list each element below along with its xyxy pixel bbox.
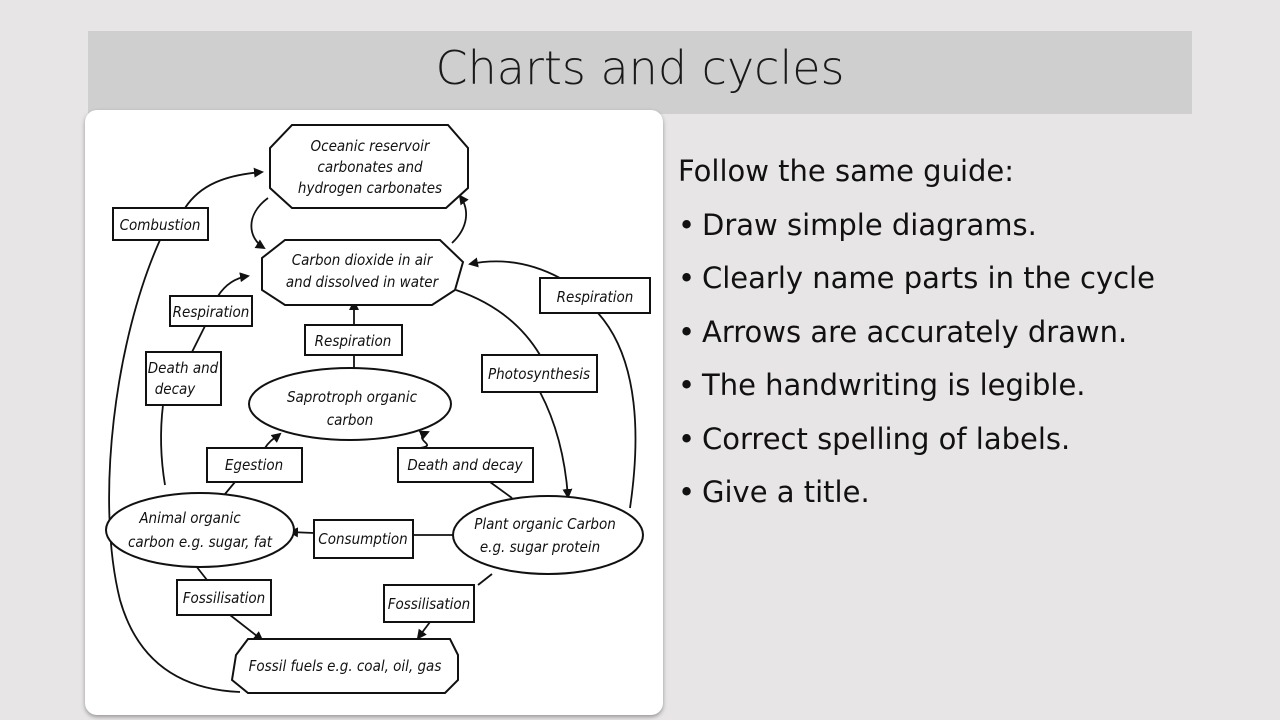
title-bar: Charts and cycles [88,31,1192,114]
carbon-cycle-diagram: Oceanic reservoir carbonates and hydroge… [85,110,663,715]
process-fossilisation-right: Fossilisation [383,584,475,623]
arrow-egestion [264,432,282,449]
node-carbon-dioxide: Carbon dioxide in air and dissolved in w… [261,239,465,306]
process-label: Photosynthesis [488,365,590,383]
process-photosynthesis: Photosynthesis [481,354,598,393]
diagram-svg: Oceanic reservoir carbonates and hydroge… [105,124,651,694]
process-label: Consumption [318,530,407,548]
node-text: Animal organic [138,509,241,527]
bullet-item: •Correct spelling of labels. [678,422,1155,476]
guide-intro: Follow the same guide: [678,154,1015,188]
line-co2-photo [455,289,541,356]
bullet-icon: • [678,314,696,349]
node-text: Oceanic reservoir [311,137,431,155]
line-animal-egestion [224,481,236,495]
node-text: Fossil fuels e.g. coal, oil, gas [249,657,442,675]
line-animal-fossil [195,565,208,581]
bullet-text: Clearly name parts in the cycle [702,261,1155,295]
line-animal-decay [160,404,166,486]
line-fossil-combustion [108,239,241,693]
bullet-text: Arrows are accurately drawn. [702,314,1128,349]
node-text: e.g. sugar protein [480,538,600,556]
arrow-photosynthesis [539,391,573,499]
slide-title: Charts and cycles [435,41,845,95]
bullet-item: •Give a title. [678,475,1155,529]
process-label: Respiration [315,332,392,350]
arrow-combustion [184,167,264,209]
node-text: Saprotroph organic [287,388,418,406]
process-label: Death and [148,359,219,377]
bullet-item: •Clearly name parts in the cycle [678,261,1155,315]
bullet-icon: • [678,421,696,456]
arrow-co2-to-ocean [451,194,469,244]
process-label: Egestion [225,456,283,474]
process-egestion: Egestion [206,447,303,483]
bullet-item: •Arrows are accurately drawn. [678,315,1155,369]
process-respiration-right: Respiration [539,277,651,314]
node-text: hydrogen carbonates [298,179,442,197]
arrow-ocean-to-co2 [250,197,269,250]
process-label: Fossilisation [388,595,470,613]
node-saprotroph: Saprotroph organic carbon [248,367,452,441]
process-label: Death and decay [407,456,523,474]
bullet-icon: • [678,368,696,402]
arrow-fossilisation-right [416,621,431,640]
node-plant-organic-carbon: Plant organic Carbon e.g. sugar protein [452,495,644,575]
process-label: Fossilisation [183,589,265,607]
bullet-icon: • [678,207,696,242]
process-label: Respiration [557,288,634,306]
bullet-item: •The handwriting is legible. [678,368,1155,422]
bullet-icon: • [678,475,696,509]
node-text: carbonates and [317,158,423,176]
arrows [108,167,637,693]
bullet-item: •Draw simple diagrams. [678,208,1155,262]
line-plant-decay [489,481,513,499]
process-label: Respiration [173,303,250,321]
node-fossil-fuels: Fossil fuels e.g. coal, oil, gas [230,638,459,694]
arrow-respiration-right [468,257,561,279]
bullet-text: Draw simple diagrams. [702,207,1037,242]
bullet-text: The handwriting is legible. [702,368,1086,402]
arrow-respiration-left [217,272,250,297]
node-text: Plant organic Carbon [474,515,616,533]
node-text: and dissolved in water [286,273,440,291]
guide-list: Follow the same guide: •Draw simple diag… [678,154,1155,529]
line-decay-resp [191,325,206,353]
node-oceanic-reservoir: Oceanic reservoir carbonates and hydroge… [269,124,469,209]
bullet-icon: • [678,261,696,295]
process-consumption: Consumption [313,519,414,559]
process-death-decay-mid: Death and decay [397,447,534,483]
bullet-text: Give a title. [702,475,870,509]
process-respiration-mid: Respiration [304,324,403,356]
process-label: decay [155,380,197,398]
process-death-decay-left: Death and decay [145,351,222,406]
node-text: Carbon dioxide in air [292,251,434,269]
arrow-fossilisation-left [229,614,264,642]
node-text: carbon [327,411,374,429]
process-combustion: Combustion [112,207,209,241]
line-plant-fossil [477,573,493,586]
process-fossilisation-left: Fossilisation [176,579,272,616]
process-label: Combustion [120,216,201,234]
process-respiration-left: Respiration [169,295,253,327]
line-plant-resp [597,312,637,509]
arrow-death-decay [418,430,430,449]
node-animal-organic-carbon: Animal organic carbon e.g. sugar, fat [105,492,295,568]
node-text: carbon e.g. sugar, fat [128,533,273,551]
bullet-text: Correct spelling of labels. [702,421,1071,456]
